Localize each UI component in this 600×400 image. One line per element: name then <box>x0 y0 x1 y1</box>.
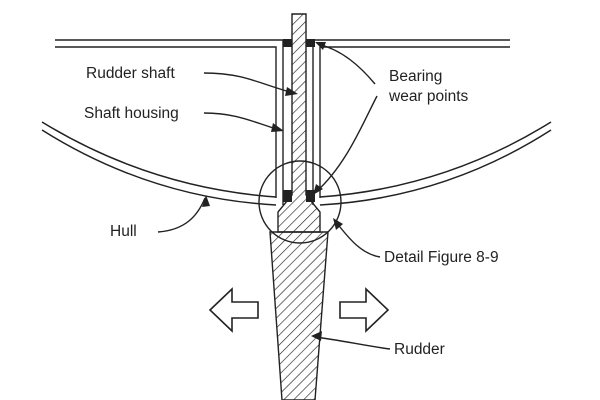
arrowhead-bearing-bottom <box>313 184 323 195</box>
label-bearing-line1: Bearing <box>389 68 442 85</box>
arrowhead-hull <box>202 195 210 207</box>
leader-detail <box>335 221 381 258</box>
rudder-blade <box>269 231 329 400</box>
leader-shaft-housing <box>203 112 281 131</box>
bearing-collar-top <box>283 39 315 47</box>
deck-plate-right <box>312 39 510 205</box>
label-hull: Hull <box>110 223 137 240</box>
leader-rudder-shaft <box>203 72 295 94</box>
arrowhead-bearing-top <box>315 42 326 50</box>
label-rudder: Rudder <box>394 341 445 358</box>
arrowhead-rudder <box>311 331 322 341</box>
hull-outline <box>41 121 552 206</box>
arrowhead-detail <box>333 218 343 230</box>
detail-circle <box>258 160 342 244</box>
arrowhead-rudder-shaft <box>285 87 298 96</box>
leader-rudder <box>314 336 391 350</box>
arrow-left-outline-icon <box>208 287 259 333</box>
leader-bearing-bottom <box>315 95 378 193</box>
leader-arrowheads <box>202 42 343 341</box>
arrow-right-outline-icon <box>339 287 390 333</box>
label-bearing-line2: wear points <box>388 88 469 105</box>
label-rudder-shaft: Rudder shaft <box>86 65 175 82</box>
arrowhead-shaft-housing <box>271 123 284 132</box>
label-detail-figure: Detail Figure 8-9 <box>384 249 499 266</box>
label-shaft-housing: Shaft housing <box>84 105 179 122</box>
leader-bearing-top <box>317 43 376 85</box>
leader-hull <box>157 197 206 233</box>
bearing-collar-bottom <box>283 190 315 202</box>
